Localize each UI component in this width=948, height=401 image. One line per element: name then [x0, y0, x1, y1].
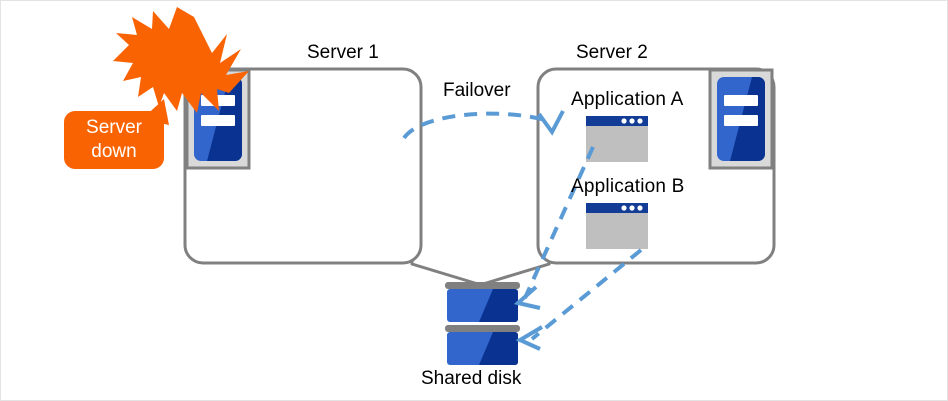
server-down-callout[interactable] — [64, 99, 169, 169]
shared-disk-icon — [445, 282, 520, 365]
failover-label: Failover — [443, 80, 511, 101]
server2-title: Server 2 — [576, 42, 648, 63]
shared-disk-label: Shared disk — [421, 368, 522, 389]
failover-arrow — [402, 110, 565, 140]
app-a-to-disk-arrow — [513, 146, 595, 310]
server-icon-server2 — [708, 68, 774, 170]
application-a-label: Application A — [571, 89, 684, 110]
app-b-to-disk-arrow — [515, 248, 643, 351]
application-b-window-icon — [586, 203, 648, 249]
lightning-burst-icon — [113, 7, 249, 113]
server1-title: Server 1 — [307, 42, 379, 63]
application-b-label: Application B — [571, 176, 685, 197]
application-a-window-icon — [586, 116, 648, 162]
